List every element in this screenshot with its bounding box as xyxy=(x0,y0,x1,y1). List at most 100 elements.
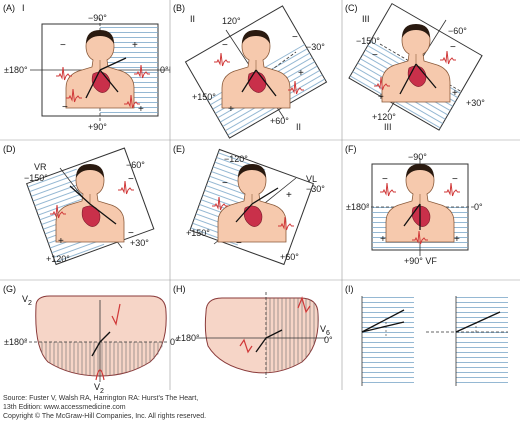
angle-label: +30° xyxy=(130,238,149,248)
angle-label: 0° xyxy=(170,337,179,347)
angle-label: ±180° xyxy=(4,65,28,75)
panel-f-letter: (F) xyxy=(345,144,357,154)
vector-arrow xyxy=(91,341,101,357)
panel-e-letter: (E) xyxy=(173,144,185,154)
negative-sign: − xyxy=(222,40,228,51)
angle-label: +60° xyxy=(270,116,289,126)
angle-label: +150° xyxy=(192,92,216,102)
angle-label: ±180° xyxy=(4,337,28,347)
negative-sign: − xyxy=(382,174,388,185)
angle-label: 0° xyxy=(474,202,483,212)
source-line: Source: Fuster V, Walsh RA, Harrington R… xyxy=(3,395,199,402)
positive-sign: + xyxy=(298,68,304,79)
negative-sign: − xyxy=(236,238,242,249)
vector-arrow xyxy=(235,203,253,223)
source-line: 13th Edition: www.accessmedicine.com xyxy=(3,404,126,411)
positive-sign: + xyxy=(378,92,384,103)
angle-label: −120° xyxy=(224,154,248,164)
panel-d-letter: (D) xyxy=(3,144,16,154)
angle-label: −90° xyxy=(88,13,107,23)
vector-arrow xyxy=(99,69,119,93)
lead-name: V xyxy=(320,324,326,334)
vector-arrow xyxy=(69,185,91,205)
vector-arrow xyxy=(361,309,405,333)
panel-c: (C) III − − + + −150° −60° +120° +30° II… xyxy=(345,2,485,132)
vector-arrow xyxy=(99,331,111,343)
panel-c-letter: (C) xyxy=(345,3,358,13)
lead-end-label: V6 xyxy=(320,324,330,337)
vector-arrow xyxy=(85,69,101,99)
angle-label: +120° xyxy=(372,112,396,122)
lead-subscript: 2 xyxy=(28,300,32,307)
angle-label: −60° xyxy=(448,26,467,36)
lead-name: V xyxy=(22,294,28,304)
panel-grid xyxy=(0,0,520,390)
vector-arrow xyxy=(89,203,117,225)
vector-arrow xyxy=(241,69,257,93)
angle-label: ±180° xyxy=(176,333,200,343)
panel-g-lead: V2 xyxy=(22,294,32,307)
negative-sign: − xyxy=(62,102,68,113)
lead-end-label: VR xyxy=(34,162,47,172)
ecg-tracing xyxy=(95,369,105,381)
panel-h: (H) ±180° V6 0° xyxy=(173,284,333,378)
vector-arrow xyxy=(255,337,267,353)
angle-label: +90° xyxy=(88,122,107,132)
lead-end-label: VL xyxy=(306,174,317,184)
angle-label: 0° xyxy=(324,335,333,345)
positive-hatch-region xyxy=(38,342,164,376)
lead-end-label: III xyxy=(384,122,392,132)
hatch-region xyxy=(456,296,508,386)
vector-arrow xyxy=(255,69,277,97)
lead-name: V xyxy=(94,382,100,392)
panel-b-lead: II xyxy=(190,14,195,24)
positive-sign: + xyxy=(58,236,64,247)
positive-sign: + xyxy=(286,190,292,201)
positive-hatch-region xyxy=(266,298,319,372)
angle-label: +60° xyxy=(280,252,299,262)
ecg-tracing xyxy=(297,296,311,314)
negative-sign: − xyxy=(60,40,66,51)
angle-label: +30° xyxy=(466,98,485,108)
positive-sign: + xyxy=(132,40,138,51)
angle-label: 0°I xyxy=(160,65,171,75)
panel-a-lead: I xyxy=(22,3,25,13)
positive-sign: + xyxy=(454,234,460,245)
positive-sign: + xyxy=(138,104,144,115)
angle-label: +150° xyxy=(186,228,210,238)
positive-sign: + xyxy=(452,88,458,99)
panel-h-letter: (H) xyxy=(173,284,186,294)
lead-end-label: V2 xyxy=(94,382,104,395)
negative-sign: − xyxy=(292,32,298,43)
angle-label: −30° xyxy=(306,184,325,194)
angle-label: −150° xyxy=(356,36,380,46)
vector-arrow xyxy=(399,63,417,95)
ecg-tracing xyxy=(111,303,121,326)
panel-f: (F) − − + + −90° ±180° 0° +90° VF xyxy=(345,144,483,266)
panel-b-letter: (B) xyxy=(173,3,185,13)
copyright-line: Copyright © The McGraw-Hill Companies, I… xyxy=(3,413,207,420)
vector-arrow xyxy=(99,57,127,71)
lead-end-label: II xyxy=(296,122,301,132)
positive-sign: + xyxy=(228,104,234,115)
angle-label: ±180° xyxy=(346,202,370,212)
angle-label: −60° xyxy=(126,160,145,170)
panel-a: (A) I − + − + −90° ±180° 0°I +90° xyxy=(3,3,171,132)
angle-label: −150° xyxy=(24,173,48,183)
vector-arrow xyxy=(415,63,437,89)
panel-a-letter: (A) xyxy=(3,3,15,13)
hatch-region xyxy=(362,296,414,386)
lead-subscript: 2 xyxy=(100,388,104,395)
panel-g: (G) V2 ±180° 0° V2 xyxy=(3,284,179,395)
angle-label: −30° xyxy=(306,42,325,52)
panel-e: (E) − − + −120° VL −30° +150° +60° xyxy=(173,144,325,266)
angle-label: −90° xyxy=(408,152,427,162)
panel-c-lead: III xyxy=(362,14,370,24)
negative-sign: − xyxy=(372,50,378,61)
panel-i-letter: (I) xyxy=(345,284,354,294)
panel-g-letter: (G) xyxy=(3,284,16,294)
ecg-tracing xyxy=(239,338,253,354)
angle-label: +120° xyxy=(46,254,70,264)
panel-b: (B) II − − + + 120° −30° +150° +60° II xyxy=(173,3,328,139)
